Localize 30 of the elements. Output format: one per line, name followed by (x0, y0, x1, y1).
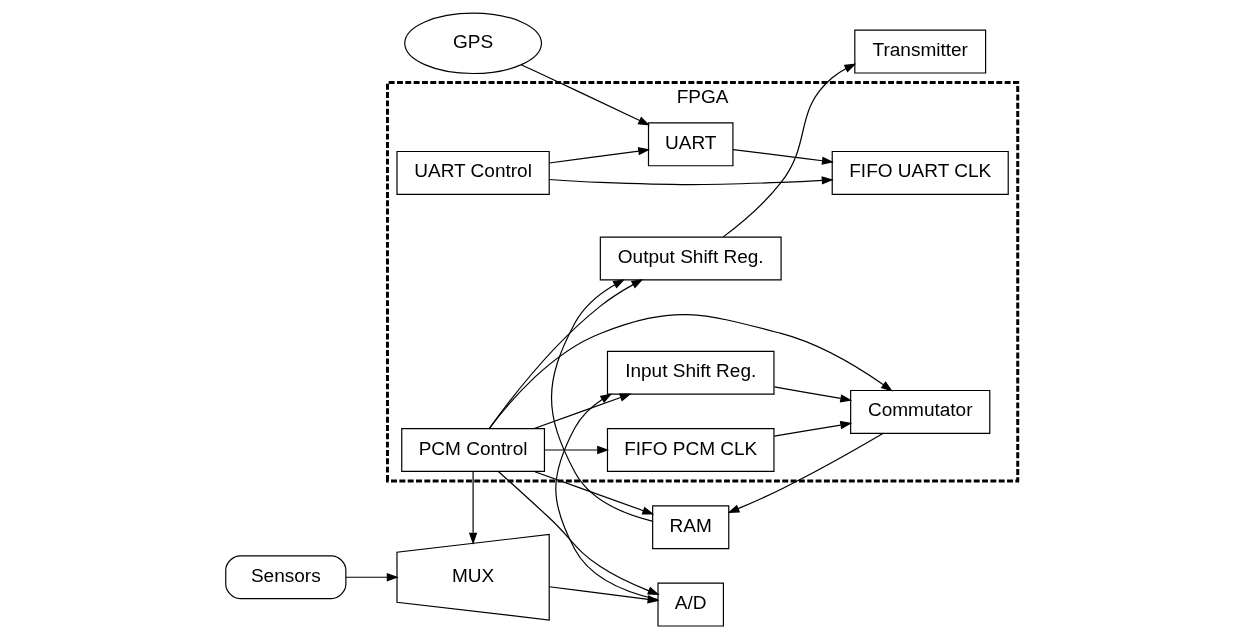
node-ellipse: GPS (403, 12, 542, 75)
arrow (497, 470, 660, 595)
arrow (548, 147, 650, 164)
node-box: FIFO UART CLK (831, 150, 1009, 195)
arrow (773, 386, 852, 403)
arrow (773, 421, 852, 437)
node-box: UART (647, 122, 734, 167)
node-box: Input Shift Reg. (606, 350, 775, 395)
arrow (727, 432, 884, 514)
arrow (468, 470, 477, 545)
arrow (548, 176, 834, 186)
node-box: Sensors (224, 555, 346, 600)
arrow (533, 470, 654, 515)
arrow (488, 314, 893, 430)
arrow (488, 279, 643, 429)
arrow (543, 445, 609, 455)
node-box: Commutator (849, 389, 990, 434)
node-box: A/D (656, 582, 724, 627)
node-box: FIFO PCM CLK (606, 428, 775, 472)
arrow (533, 393, 632, 430)
node-box: RAM (651, 505, 729, 550)
arrow (550, 279, 653, 522)
arrow (554, 393, 658, 601)
arrow (344, 573, 399, 582)
arrow (722, 63, 856, 238)
node-box: UART Control (395, 150, 550, 195)
arrow (731, 148, 834, 165)
node-box: Transmitter (853, 29, 986, 74)
node-box: PCM Control (400, 428, 545, 472)
node-box: Output Shift Reg. (599, 236, 782, 281)
